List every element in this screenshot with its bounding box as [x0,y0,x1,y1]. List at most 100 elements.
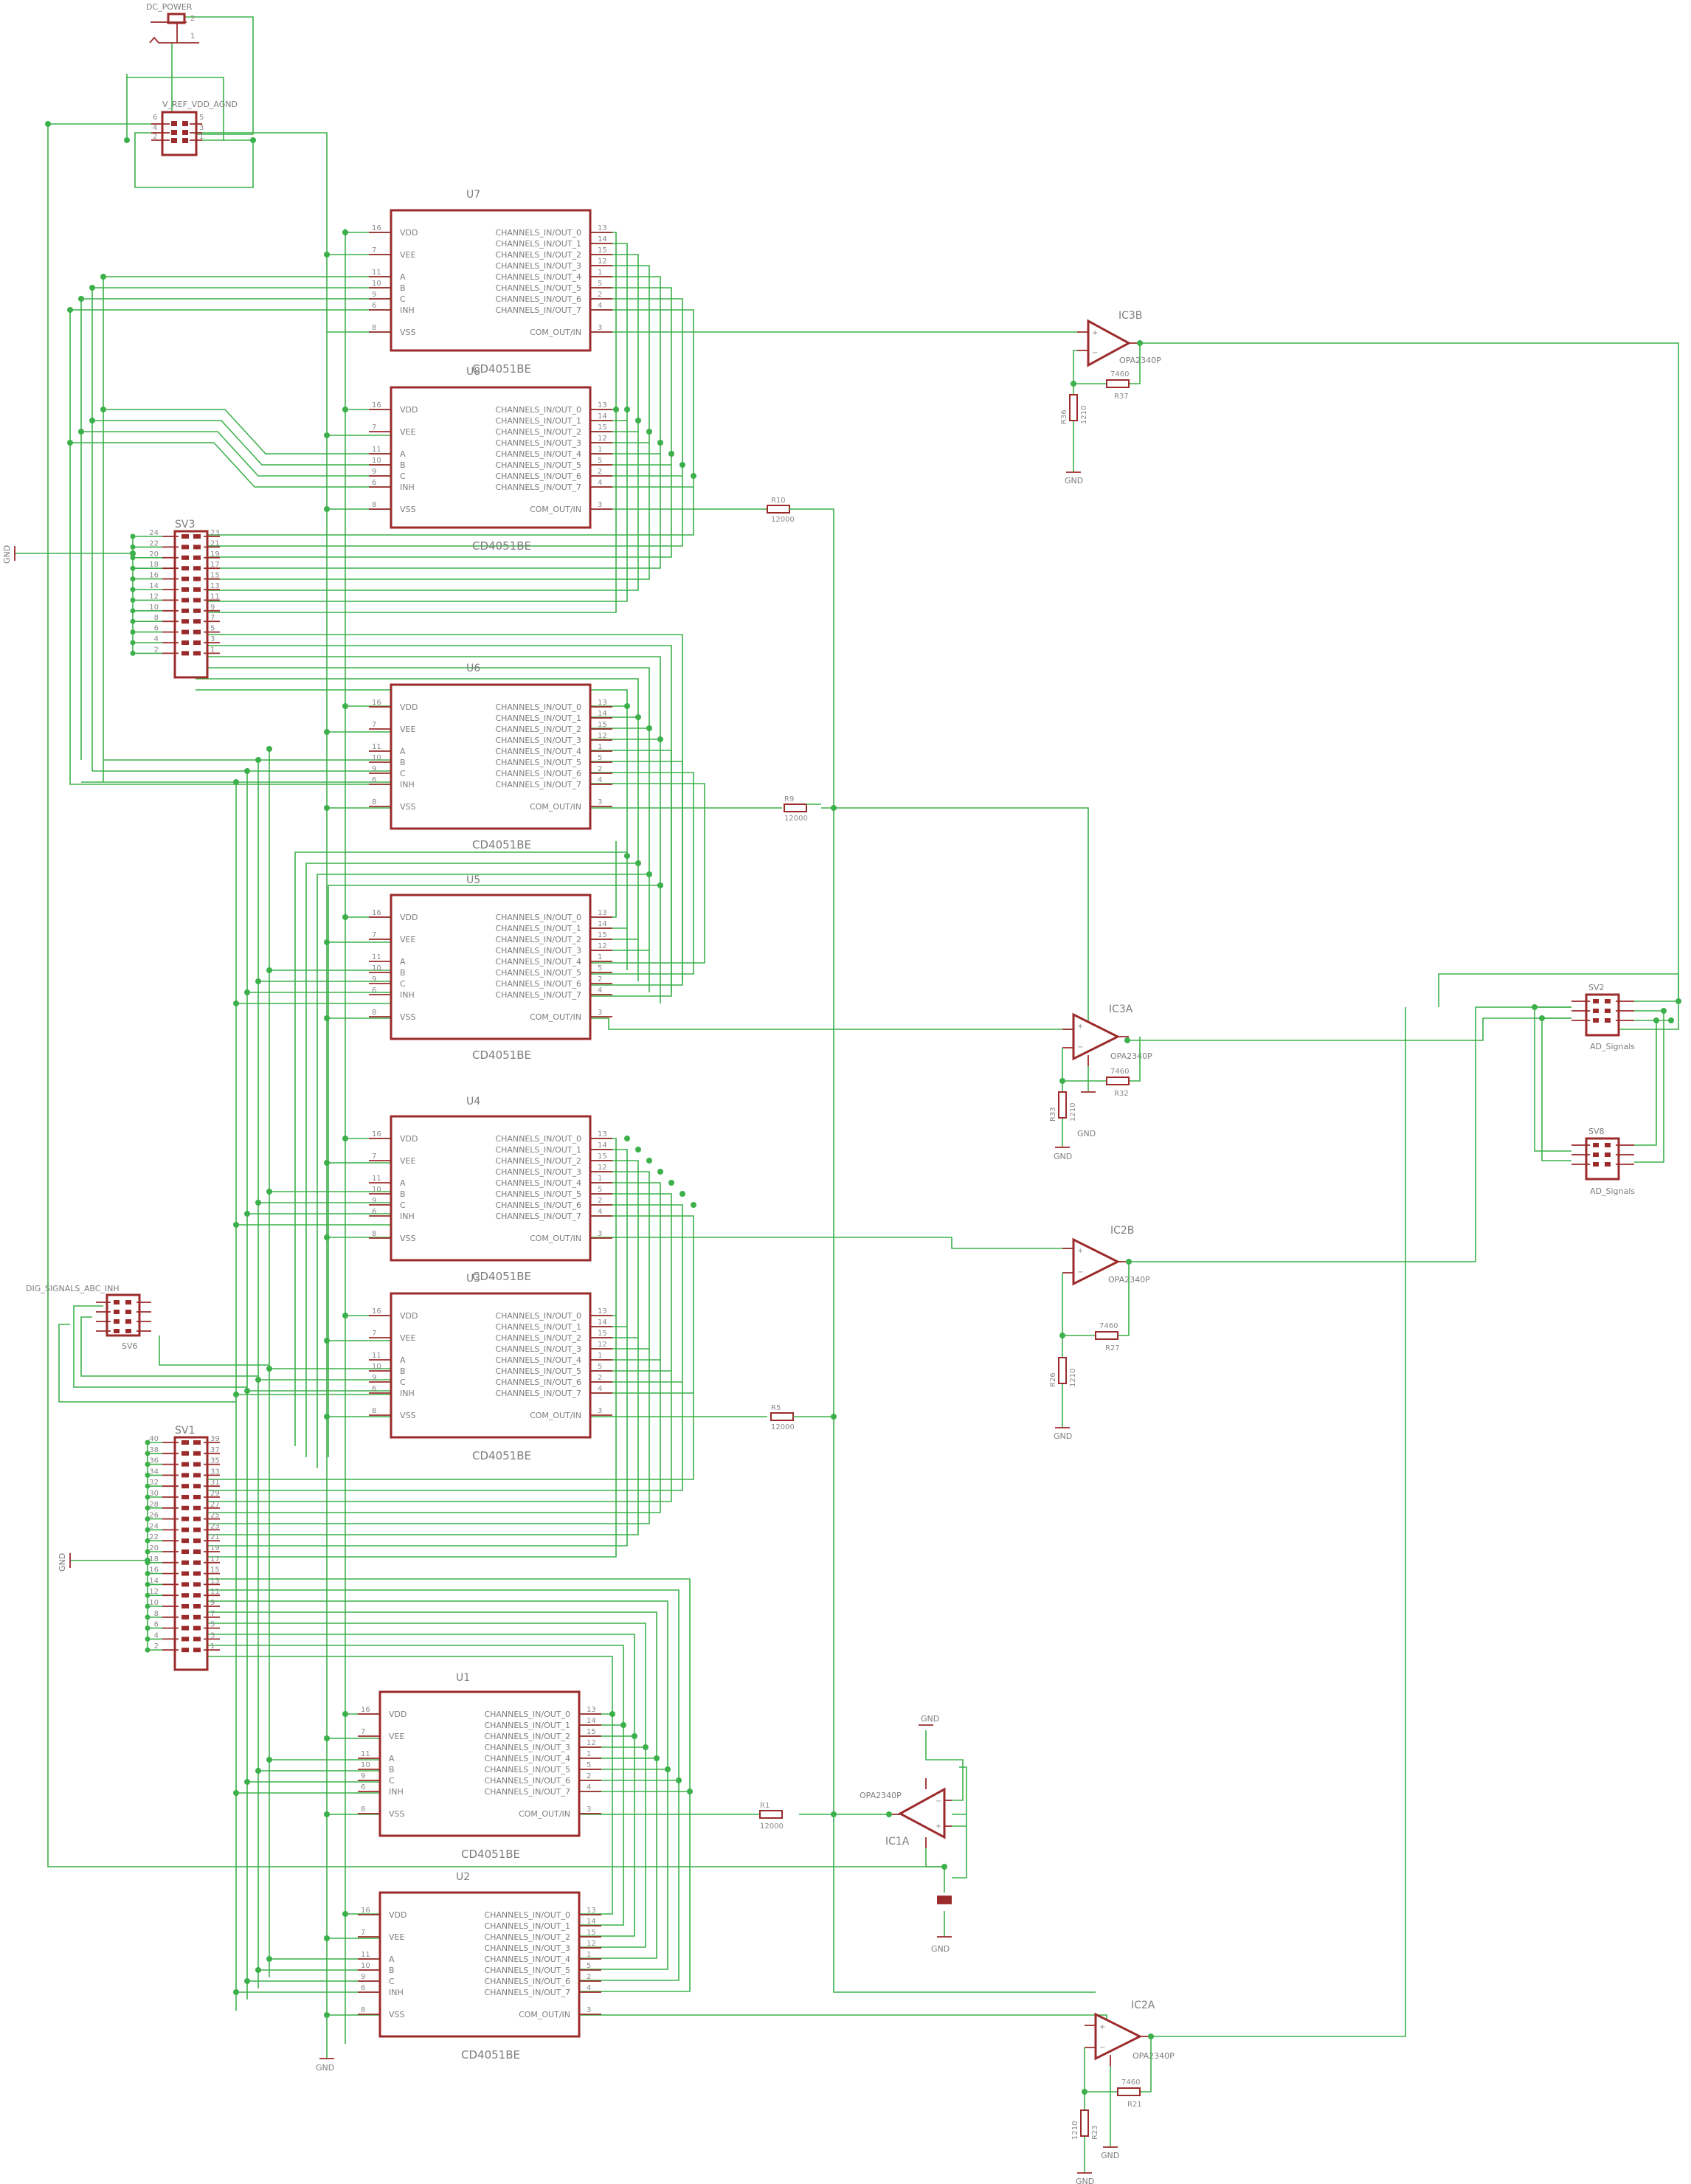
pin-name: CHANNELS_IN/OUT_2 [495,725,581,734]
pin-number: 13 [587,1706,596,1714]
svg-text:4: 4 [154,1631,159,1639]
svg-text:22: 22 [149,539,159,547]
svg-text:12: 12 [149,1588,159,1596]
pin-number: 16 [372,1130,381,1138]
mux-value: CD4051BE [472,1449,531,1462]
svg-text:33: 33 [210,1468,220,1476]
analog-wiring [579,331,1679,2037]
pin-name: A [400,1178,406,1188]
pin-number: 13 [598,699,607,707]
pin-number: 7 [372,424,376,432]
svg-text:GND: GND [1076,2177,1094,2184]
pin-name: VSS [400,328,416,337]
pin-number: 14 [587,1717,596,1725]
pin-number: 8 [372,798,376,806]
pin-name: CHANNELS_IN/OUT_3 [495,261,581,271]
pin-name: VSS [400,1012,416,1022]
pin-name: CHANNELS_IN/OUT_5 [495,758,581,767]
pin-name: CHANNELS_IN/OUT_7 [495,305,581,315]
pin-number: 3 [598,1230,602,1238]
svg-text:8: 8 [154,614,159,622]
pin-number: 14 [598,710,607,718]
svg-text:5: 5 [210,625,215,633]
svg-text:12000: 12000 [760,1822,784,1831]
pin-name: CHANNELS_IN/OUT_4 [495,957,581,967]
pin-number: 15 [598,721,607,729]
svg-text:R36: R36 [1060,410,1068,424]
pin-number: 7 [372,1153,376,1161]
pin-number: 6 [372,1385,376,1393]
pin-number: 13 [598,909,607,917]
svg-text:R37: R37 [1114,393,1129,401]
pin-name: B [400,758,406,767]
pin-number: 1 [598,1352,602,1360]
svg-text:18: 18 [149,1555,159,1563]
pin-number: 9 [361,1772,365,1780]
svg-text:12: 12 [149,592,159,601]
pin-number: 3 [598,324,602,332]
pin-name: VSS [389,1809,405,1819]
svg-text:3: 3 [199,124,204,132]
pin-number: 15 [598,1153,607,1161]
pin-name: COM_OUT/IN [519,2010,570,2019]
svg-text:GND: GND [1077,1129,1096,1138]
pin-number: 6 [372,302,376,310]
pin-name: CHANNELS_IN/OUT_4 [495,1178,581,1188]
pin-name: CHANNELS_IN/OUT_0 [495,405,581,415]
pin-name: A [400,957,406,967]
mux-u7: U7 CD4051BE [390,189,592,376]
svg-text:2: 2 [153,133,157,141]
mux-u4: U4 CD4051BE [390,1096,592,1283]
mux-ref: U6 [466,663,480,674]
pin-number: 9 [372,1197,376,1205]
mux-u8: U8 CD4051BE [390,366,592,553]
pin-name: CHANNELS_IN/OUT_1 [495,239,581,249]
svg-text:R9: R9 [784,795,794,804]
svg-text:3: 3 [210,1631,215,1639]
pin-name: COM_OUT/IN [530,1411,581,1420]
pin-name: CHANNELS_IN/OUT_1 [495,713,581,723]
svg-text:12000: 12000 [784,815,808,823]
pin-number: 4 [598,1385,602,1393]
pin-number: 4 [598,776,602,784]
svg-text:2: 2 [190,15,195,23]
svg-text:17: 17 [210,561,220,569]
pin-name: B [400,968,406,978]
opamp-ref: IC3B [1118,310,1142,322]
pin-number: 16 [361,1706,370,1714]
pin-name: CHANNELS_IN/OUT_1 [495,1145,581,1155]
pin-number: 1 [598,1175,602,1183]
svg-text:8: 8 [154,1610,159,1618]
pin-name: CHANNELS_IN/OUT_1 [495,1322,581,1332]
svg-text:40: 40 [149,1435,159,1443]
pin-name: CHANNELS_IN/OUT_2 [495,935,581,944]
svg-text:GND: GND [1065,476,1083,485]
header-ref: SV6 [122,1341,138,1351]
pin-number: 5 [598,1363,602,1371]
pin-number: 12 [587,1940,596,1948]
svg-text:22: 22 [149,1533,159,1541]
pin-name: VEE [400,935,415,944]
pin-name: B [389,1765,395,1774]
pin-number: 3 [598,1407,602,1415]
header-label: AD_Signals [1590,1186,1635,1196]
pin-number: 16 [372,699,381,707]
pin-name: CHANNELS_IN/OUT_6 [495,1378,581,1387]
pin-name: C [389,1977,395,1986]
pin-number: 14 [598,1141,607,1150]
svg-text:−: − [1077,1043,1083,1051]
pin-name: C [400,979,406,989]
pin-name: CHANNELS_IN/OUT_7 [495,1389,581,1398]
svg-text:3: 3 [210,635,215,643]
svg-text:15: 15 [210,572,220,580]
svg-text:7460: 7460 [1110,1068,1129,1076]
svg-text:24: 24 [149,1522,159,1530]
svg-text:R10: R10 [771,497,786,505]
pin-name: CHANNELS_IN/OUT_5 [495,1366,581,1376]
pin-name: CHANNELS_IN/OUT_3 [495,438,581,448]
pin-number: 13 [598,224,607,232]
pin-name: CHANNELS_IN/OUT_6 [495,471,581,481]
